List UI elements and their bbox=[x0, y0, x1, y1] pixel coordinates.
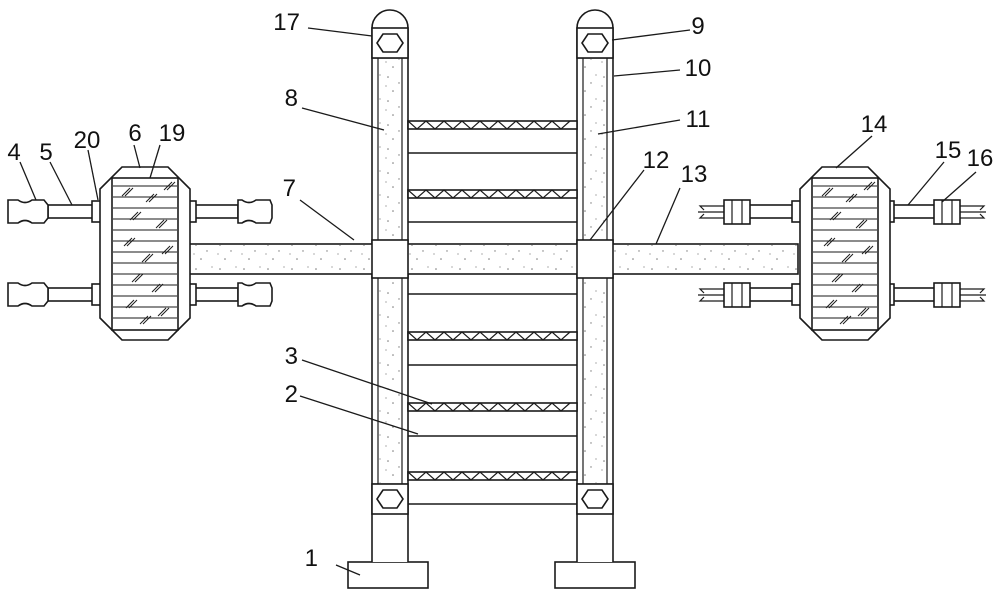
label-15: 15 bbox=[935, 137, 962, 164]
hatched-rung bbox=[407, 188, 578, 199]
label-8: 8 bbox=[285, 85, 298, 112]
hatched-rung bbox=[407, 119, 578, 130]
label-19: 19 bbox=[159, 120, 186, 147]
label-20: 20 bbox=[74, 127, 101, 154]
ladder-rungs bbox=[407, 119, 578, 505]
left-post bbox=[371, 9, 409, 562]
cross-beam bbox=[181, 239, 799, 279]
label-2: 2 bbox=[285, 381, 298, 408]
callout-labels: 1 2 3 4 5 20 6 19 7 8 17 9 10 11 12 13 1… bbox=[7, 9, 993, 572]
right-foot-base bbox=[554, 561, 636, 589]
hatched-rung bbox=[407, 470, 578, 481]
label-13: 13 bbox=[681, 161, 708, 188]
left-side-assembly bbox=[7, 166, 273, 341]
label-17: 17 bbox=[273, 9, 300, 36]
label-16: 16 bbox=[967, 145, 994, 172]
left-foot-base bbox=[347, 561, 429, 589]
label-14: 14 bbox=[861, 111, 888, 138]
label-12: 12 bbox=[643, 147, 670, 174]
label-9: 9 bbox=[691, 13, 704, 40]
label-5: 5 bbox=[39, 139, 52, 166]
right-side-assembly bbox=[698, 166, 986, 341]
label-1: 1 bbox=[305, 545, 318, 572]
label-7: 7 bbox=[283, 175, 296, 202]
right-post bbox=[576, 9, 614, 562]
label-11: 11 bbox=[686, 106, 711, 133]
label-6: 6 bbox=[128, 120, 141, 147]
hatched-rung bbox=[407, 401, 578, 412]
label-10: 10 bbox=[685, 55, 712, 82]
leader-lines bbox=[19, 27, 977, 576]
hatched-rung bbox=[407, 330, 578, 341]
label-3: 3 bbox=[285, 343, 298, 370]
label-4: 4 bbox=[7, 139, 20, 166]
